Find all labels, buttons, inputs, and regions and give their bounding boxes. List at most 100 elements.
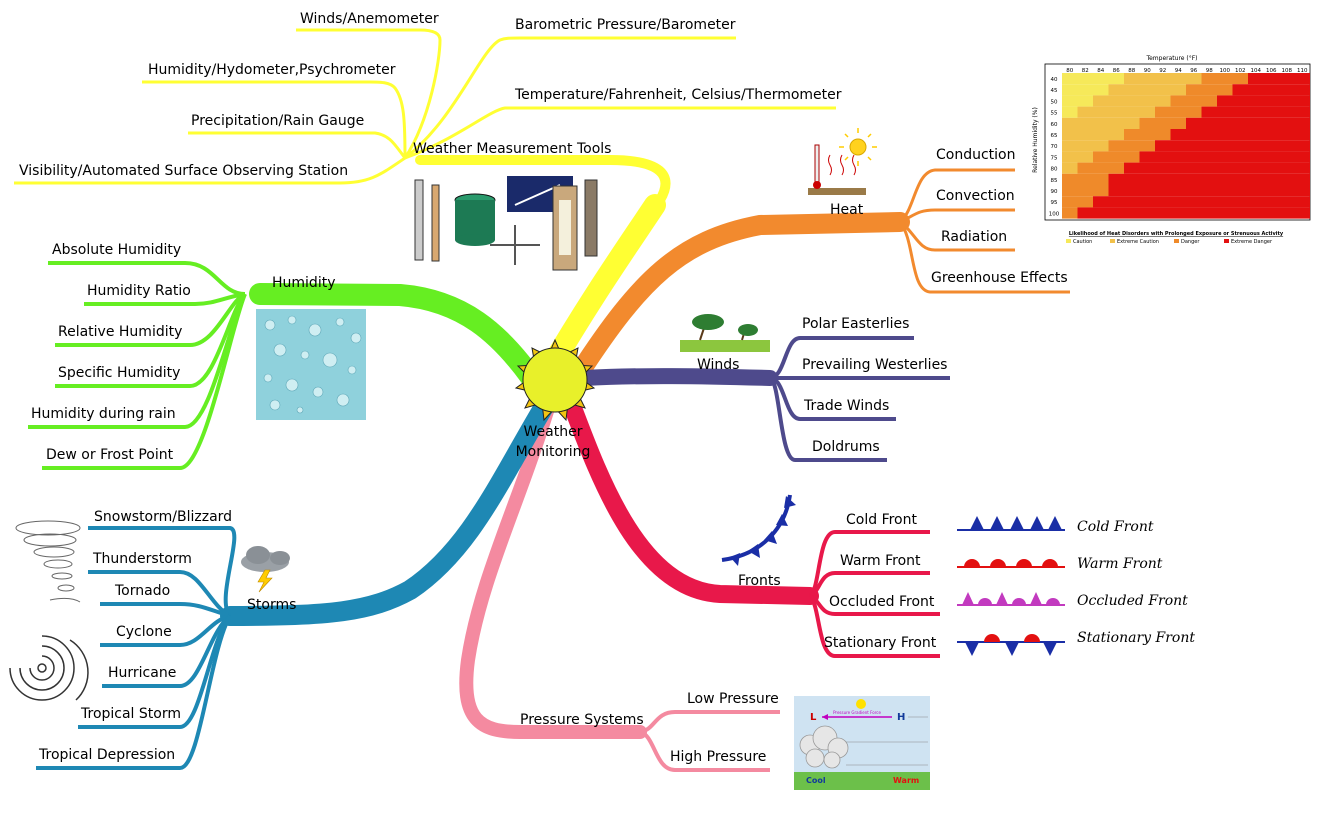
heat-index-cell [1294, 129, 1310, 141]
heat-index-cell [1093, 140, 1109, 152]
heat-index-cell [1077, 73, 1093, 85]
heat-index-cell [1170, 140, 1186, 152]
heat-index-cell [1248, 173, 1264, 185]
storms-item: Cyclone [116, 624, 172, 640]
heat-index-cell [1155, 162, 1171, 174]
heat-index-cell [1232, 106, 1248, 118]
heat-index-cell [1170, 173, 1186, 185]
humidity-item: Humidity Ratio [87, 283, 191, 299]
heat-index-cell [1263, 207, 1279, 219]
heat-icon [808, 128, 877, 195]
heat-index-cell [1108, 151, 1124, 163]
heat-index-cell [1062, 117, 1078, 129]
heat-index-cell [1232, 84, 1248, 96]
heat-index-cell [1170, 151, 1186, 163]
heat-index-cell [1124, 173, 1140, 185]
heat-index-cell [1155, 151, 1171, 163]
heat-index-cell [1108, 162, 1124, 174]
tools-branches [14, 28, 836, 185]
heat-index-cell [1279, 185, 1295, 197]
windy-trees-icon [680, 314, 770, 352]
heat-temp-header: 108 [1282, 68, 1293, 74]
heat-index-table: Temperature (°F) Relative Humidity (%) 8… [1032, 55, 1311, 245]
heat-index-cell [1263, 151, 1279, 163]
heat-index-cell [1186, 106, 1202, 118]
heat-index-cell [1217, 84, 1233, 96]
heat-index-cell [1186, 95, 1202, 107]
humidity-item: Relative Humidity [58, 324, 182, 340]
heat-index-cell [1232, 173, 1248, 185]
tool-item: Barometric Pressure/Barometer [515, 17, 736, 33]
humidity-hub-label: Humidity [272, 275, 335, 291]
heat-index-cell [1217, 117, 1233, 129]
heat-index-cell [1201, 84, 1217, 96]
stationary-front-symbol [957, 634, 1065, 656]
heat-index-cell [1186, 140, 1202, 152]
heat-index-cell [1279, 162, 1295, 174]
pressure-cool: Cool [806, 776, 826, 785]
heat-index-cell [1139, 117, 1155, 129]
heat-index-cell [1248, 84, 1264, 96]
heat-index-cell [1170, 95, 1186, 107]
heat-index-cell [1294, 207, 1310, 219]
heat-index-cell [1139, 140, 1155, 152]
heat-index-cell [1201, 106, 1217, 118]
heat-temp-header: 104 [1251, 68, 1262, 74]
heat-index-cell [1062, 185, 1078, 197]
heat-index-cell [1124, 129, 1140, 141]
heat-index-cell [1077, 117, 1093, 129]
heat-index-cell [1108, 129, 1124, 141]
instruments-image [414, 176, 598, 271]
heat-index-cell [1263, 129, 1279, 141]
heat-index-cell [1201, 117, 1217, 129]
heat-index-cell [1201, 140, 1217, 152]
heat-index-cell [1217, 106, 1233, 118]
humidity-item: Dew or Frost Point [46, 447, 174, 463]
heat-index-cell [1248, 117, 1264, 129]
heat-table-ylabel: Relative Humidity (%) [1032, 107, 1039, 173]
heat-index-cell [1248, 140, 1264, 152]
winds-hub-label: Winds [697, 357, 739, 373]
heat-temp-header: 92 [1159, 68, 1166, 74]
heat-humidity-header: 80 [1051, 167, 1058, 173]
heat-index-cell [1201, 151, 1217, 163]
tool-item: Precipitation/Rain Gauge [191, 113, 364, 129]
warm-front-symbol [957, 559, 1065, 568]
humidity-item: Humidity during rain [31, 406, 176, 422]
storms-branches [36, 526, 237, 770]
heat-index-cell [1232, 73, 1248, 85]
heat-index-cell [1201, 95, 1217, 107]
heat-index-cell [1062, 162, 1078, 174]
heat-index-cell [1186, 84, 1202, 96]
fronts-trunk [561, 391, 819, 605]
heat-index-cell [1232, 185, 1248, 197]
heat-index-cell [1186, 185, 1202, 197]
heat-index-cell [1186, 129, 1202, 141]
heat-index-cell [1201, 73, 1217, 85]
heat-index-cell [1263, 73, 1279, 85]
tools-hub-label: Weather Measurement Tools [413, 141, 611, 157]
heat-index-cell [1139, 129, 1155, 141]
heat-trunk [570, 212, 910, 382]
heat-index-cell [1093, 151, 1109, 163]
heat-index-cell [1294, 196, 1310, 208]
tool-item: Visibility/Automated Surface Observing S… [19, 163, 348, 179]
heat-index-cell [1186, 151, 1202, 163]
heat-index-cell [1170, 117, 1186, 129]
heat-index-cell [1279, 173, 1295, 185]
warm-front-symbol-label: Warm Front [1077, 556, 1163, 572]
pressure-warm: Warm [893, 776, 919, 785]
heat-index-cell [1217, 140, 1233, 152]
fronts-branches [808, 530, 940, 658]
heat-index-cell [1077, 196, 1093, 208]
heat-index-cell [1294, 95, 1310, 107]
heat-index-cell [1232, 207, 1248, 219]
heat-index-cell [1077, 140, 1093, 152]
heat-index-cell [1186, 117, 1202, 129]
heat-index-cell [1108, 95, 1124, 107]
heat-index-cell [1232, 95, 1248, 107]
heat-index-cell [1077, 173, 1093, 185]
tool-item: Humidity/Hydometer,Psychrometer [148, 62, 396, 78]
heat-humidity-header: 45 [1051, 88, 1058, 94]
heat-index-cell [1155, 117, 1171, 129]
